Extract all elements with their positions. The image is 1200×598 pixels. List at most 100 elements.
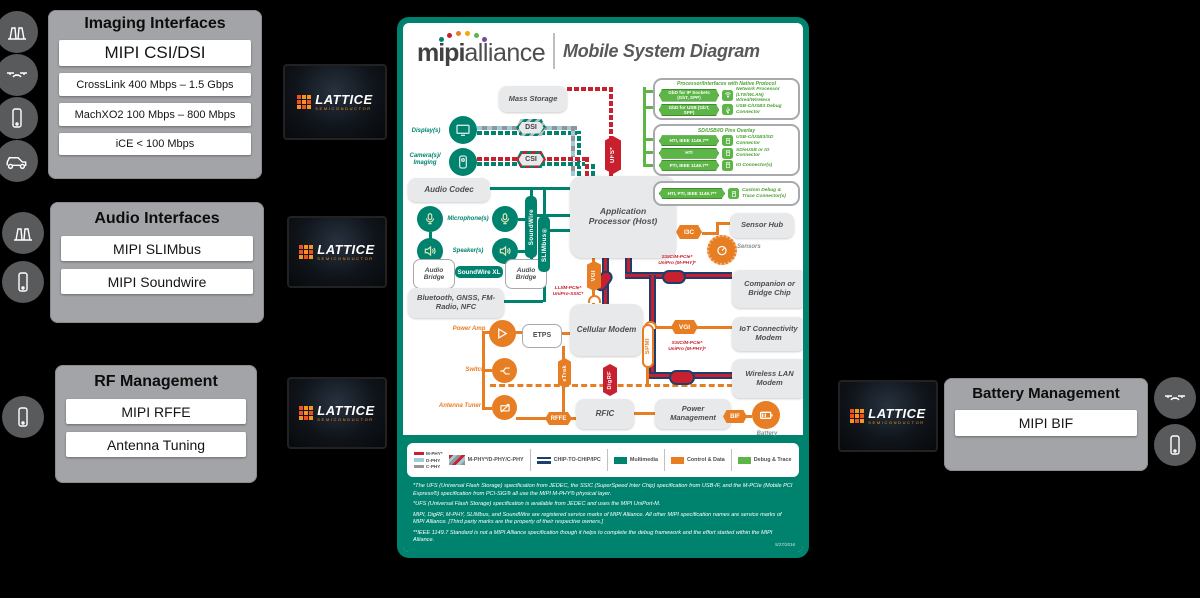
- mphy-line: [609, 87, 613, 176]
- slimbus-badge: SLIMbus®: [538, 216, 550, 272]
- wlan-modem-box: Wireless LAN Modem: [732, 359, 803, 398]
- gbd-ip-sockets-chip: GbD for IP Sockets (GbT, SPP): [659, 88, 719, 102]
- switch-label: Switch: [465, 367, 485, 373]
- debug-line: [646, 164, 654, 167]
- sensors-icon: [707, 235, 737, 265]
- control-line: [716, 222, 719, 235]
- antenna-tuner-label: Antenna Tuner: [438, 403, 482, 409]
- lattice-brand: LATTICE: [317, 403, 375, 418]
- connector-icon: [728, 188, 739, 199]
- control-line: [634, 412, 655, 415]
- list-item: MIPI Soundwire: [61, 269, 253, 294]
- multimedia-line: [518, 250, 530, 253]
- legend-c2c: CHIP-TO-CHIP/IPC: [536, 456, 601, 464]
- legend: M-PHY* D-PHY C-PHY M-PHY*/D-PHY/C-PHY CH…: [407, 443, 799, 477]
- debug-row: GbD for IP Sockets (GbT, SPP) Network Pr…: [659, 87, 794, 104]
- logo-dot: [465, 31, 470, 36]
- multimedia-line: [492, 300, 543, 303]
- combo-phy-swatch: [448, 455, 465, 465]
- csi-badge: CSI: [516, 151, 546, 168]
- rf-management-panel: RF Management MIPI RFFE Antenna Tuning: [55, 365, 257, 483]
- etrak-badge: eTrak: [558, 358, 571, 388]
- lattice-grid-icon: [297, 95, 312, 109]
- soundwire-xl-badge: SoundWire XL: [455, 266, 503, 278]
- power-amp-icon: [489, 320, 516, 347]
- i3c-badge: I3C: [676, 225, 702, 239]
- spmi-line: [646, 356, 649, 386]
- lattice-brand: LATTICE: [868, 406, 926, 421]
- hti-pti-1149-chip: HTI, PTI, IEEE 1149.7**: [659, 188, 725, 199]
- gbd-usb-chip: GbD for USB (GbT, SPP): [659, 103, 719, 117]
- switch-icon: [492, 358, 517, 383]
- lattice-grid-icon: [850, 409, 865, 423]
- battery-management-panel: Battery Management MIPI BIF: [944, 378, 1148, 471]
- debug-row: HTI SD/eUSB or IO Connector: [659, 148, 794, 159]
- footnote: *The UFS (Universal Flash Storage) speci…: [413, 483, 793, 497]
- debug-dest: SD/eUSB or IO Connector: [736, 147, 770, 159]
- bluetooth-box: Bluetooth, GNSS, FM-Radio, NFC: [408, 288, 504, 318]
- footnote: **IEEE 1149.7 Standard is not a MIPI All…: [413, 529, 773, 544]
- debug-line: [646, 90, 654, 93]
- debug-row: GbD for USB (GbT, SPP) USB-C/USB3 Debug …: [659, 103, 794, 117]
- lattice-grid-icon: [299, 406, 314, 420]
- mphy-link-pill: [662, 270, 686, 284]
- audio-bridge-box: Audio Bridge: [413, 259, 455, 289]
- dsi-badge: DSI: [516, 119, 546, 136]
- displays-label: Display(s): [411, 128, 441, 134]
- mipi-alliance-logo: mipialliance: [417, 31, 547, 71]
- diagram-date: 5/27/2016: [774, 542, 795, 547]
- list-item: CrossLink 400 Mbps – 1.5 Gbps: [59, 73, 251, 96]
- control-line: [482, 369, 492, 372]
- companion-chip-box: Companion or Bridge Chip: [732, 270, 803, 308]
- debug-panel-pins-overlay: SD/USB/IO Pins Overlay HTI, IEEE 1149.7*…: [653, 124, 800, 176]
- microphone-icon: [417, 206, 443, 232]
- lattice-sub: SEMICONDUCTOR: [868, 420, 925, 425]
- iot-modem-box: IoT Connectivity Modem: [732, 317, 803, 351]
- logo-dot: [447, 33, 452, 38]
- audio-interfaces-panel: Audio Interfaces MIPI SLIMbus MIPI Sound…: [50, 202, 264, 323]
- list-item: MIPI RFFE: [66, 399, 246, 424]
- debug-row: HTI, PTI, IEEE 1149.7** Custom Debug & T…: [659, 188, 794, 199]
- microphones-label: Microphone(s): [447, 216, 489, 222]
- multimedia-line: [518, 218, 530, 221]
- legend-divider: [529, 449, 531, 471]
- connector-icon: [722, 135, 733, 147]
- debug-dest: USB-C/USB3/SD Connector: [736, 135, 774, 146]
- panel-title: RF Management: [94, 373, 218, 390]
- debug-line: [643, 87, 646, 167]
- logo-dot: [482, 37, 487, 42]
- factory-icon: [2, 212, 44, 254]
- control-line: [716, 222, 730, 225]
- footnotes: *The UFS (Universal Flash Storage) speci…: [413, 483, 793, 548]
- soundwire-badge: SoundWire: [525, 196, 537, 258]
- debug-trace-swatch: [737, 456, 751, 464]
- usb-icon: [722, 104, 733, 116]
- debug-row: PTI, IEEE 1149.7** IO Connector(s): [659, 159, 794, 171]
- mphy-link-pill: [669, 370, 695, 385]
- power-management-box: Power Management: [655, 399, 731, 429]
- debug-dest: IO Connector(s): [736, 162, 773, 168]
- debug-line: [646, 106, 654, 109]
- legend-divider: [606, 449, 608, 471]
- spmi-badge: SPMI: [642, 324, 654, 368]
- imaging-interfaces-panel: Imaging Interfaces MIPI CSI/DSI CrossLin…: [48, 10, 262, 179]
- multimedia-line: [591, 162, 595, 176]
- speakers-label: Speaker(s): [452, 248, 484, 254]
- list-item: MachXO2 100 Mbps – 800 Mbps: [59, 103, 251, 126]
- rffe-badge: RFFE: [545, 412, 572, 425]
- mphy-swatch: [414, 451, 424, 456]
- footnote: *UFS (Universal Flash Storage) specifica…: [413, 501, 661, 508]
- panel-title: Imaging Interfaces: [84, 15, 226, 32]
- lattice-sub: SEMICONDUCTOR: [315, 106, 372, 111]
- debug-dest: Network Processor (LTE/WLAN) Wired/Wirel…: [736, 87, 780, 104]
- debug-row: HTI, IEEE 1149.7** USB-C/USB3/SD Connect…: [659, 135, 794, 147]
- diagram-title: Mobile System Diagram: [563, 41, 760, 61]
- chip-to-chip-line: [625, 258, 632, 275]
- mass-storage-box: Mass Storage: [499, 86, 567, 112]
- wifi-icon: [722, 89, 733, 101]
- bif-badge: BIF: [723, 410, 747, 423]
- legend-divider: [664, 449, 665, 471]
